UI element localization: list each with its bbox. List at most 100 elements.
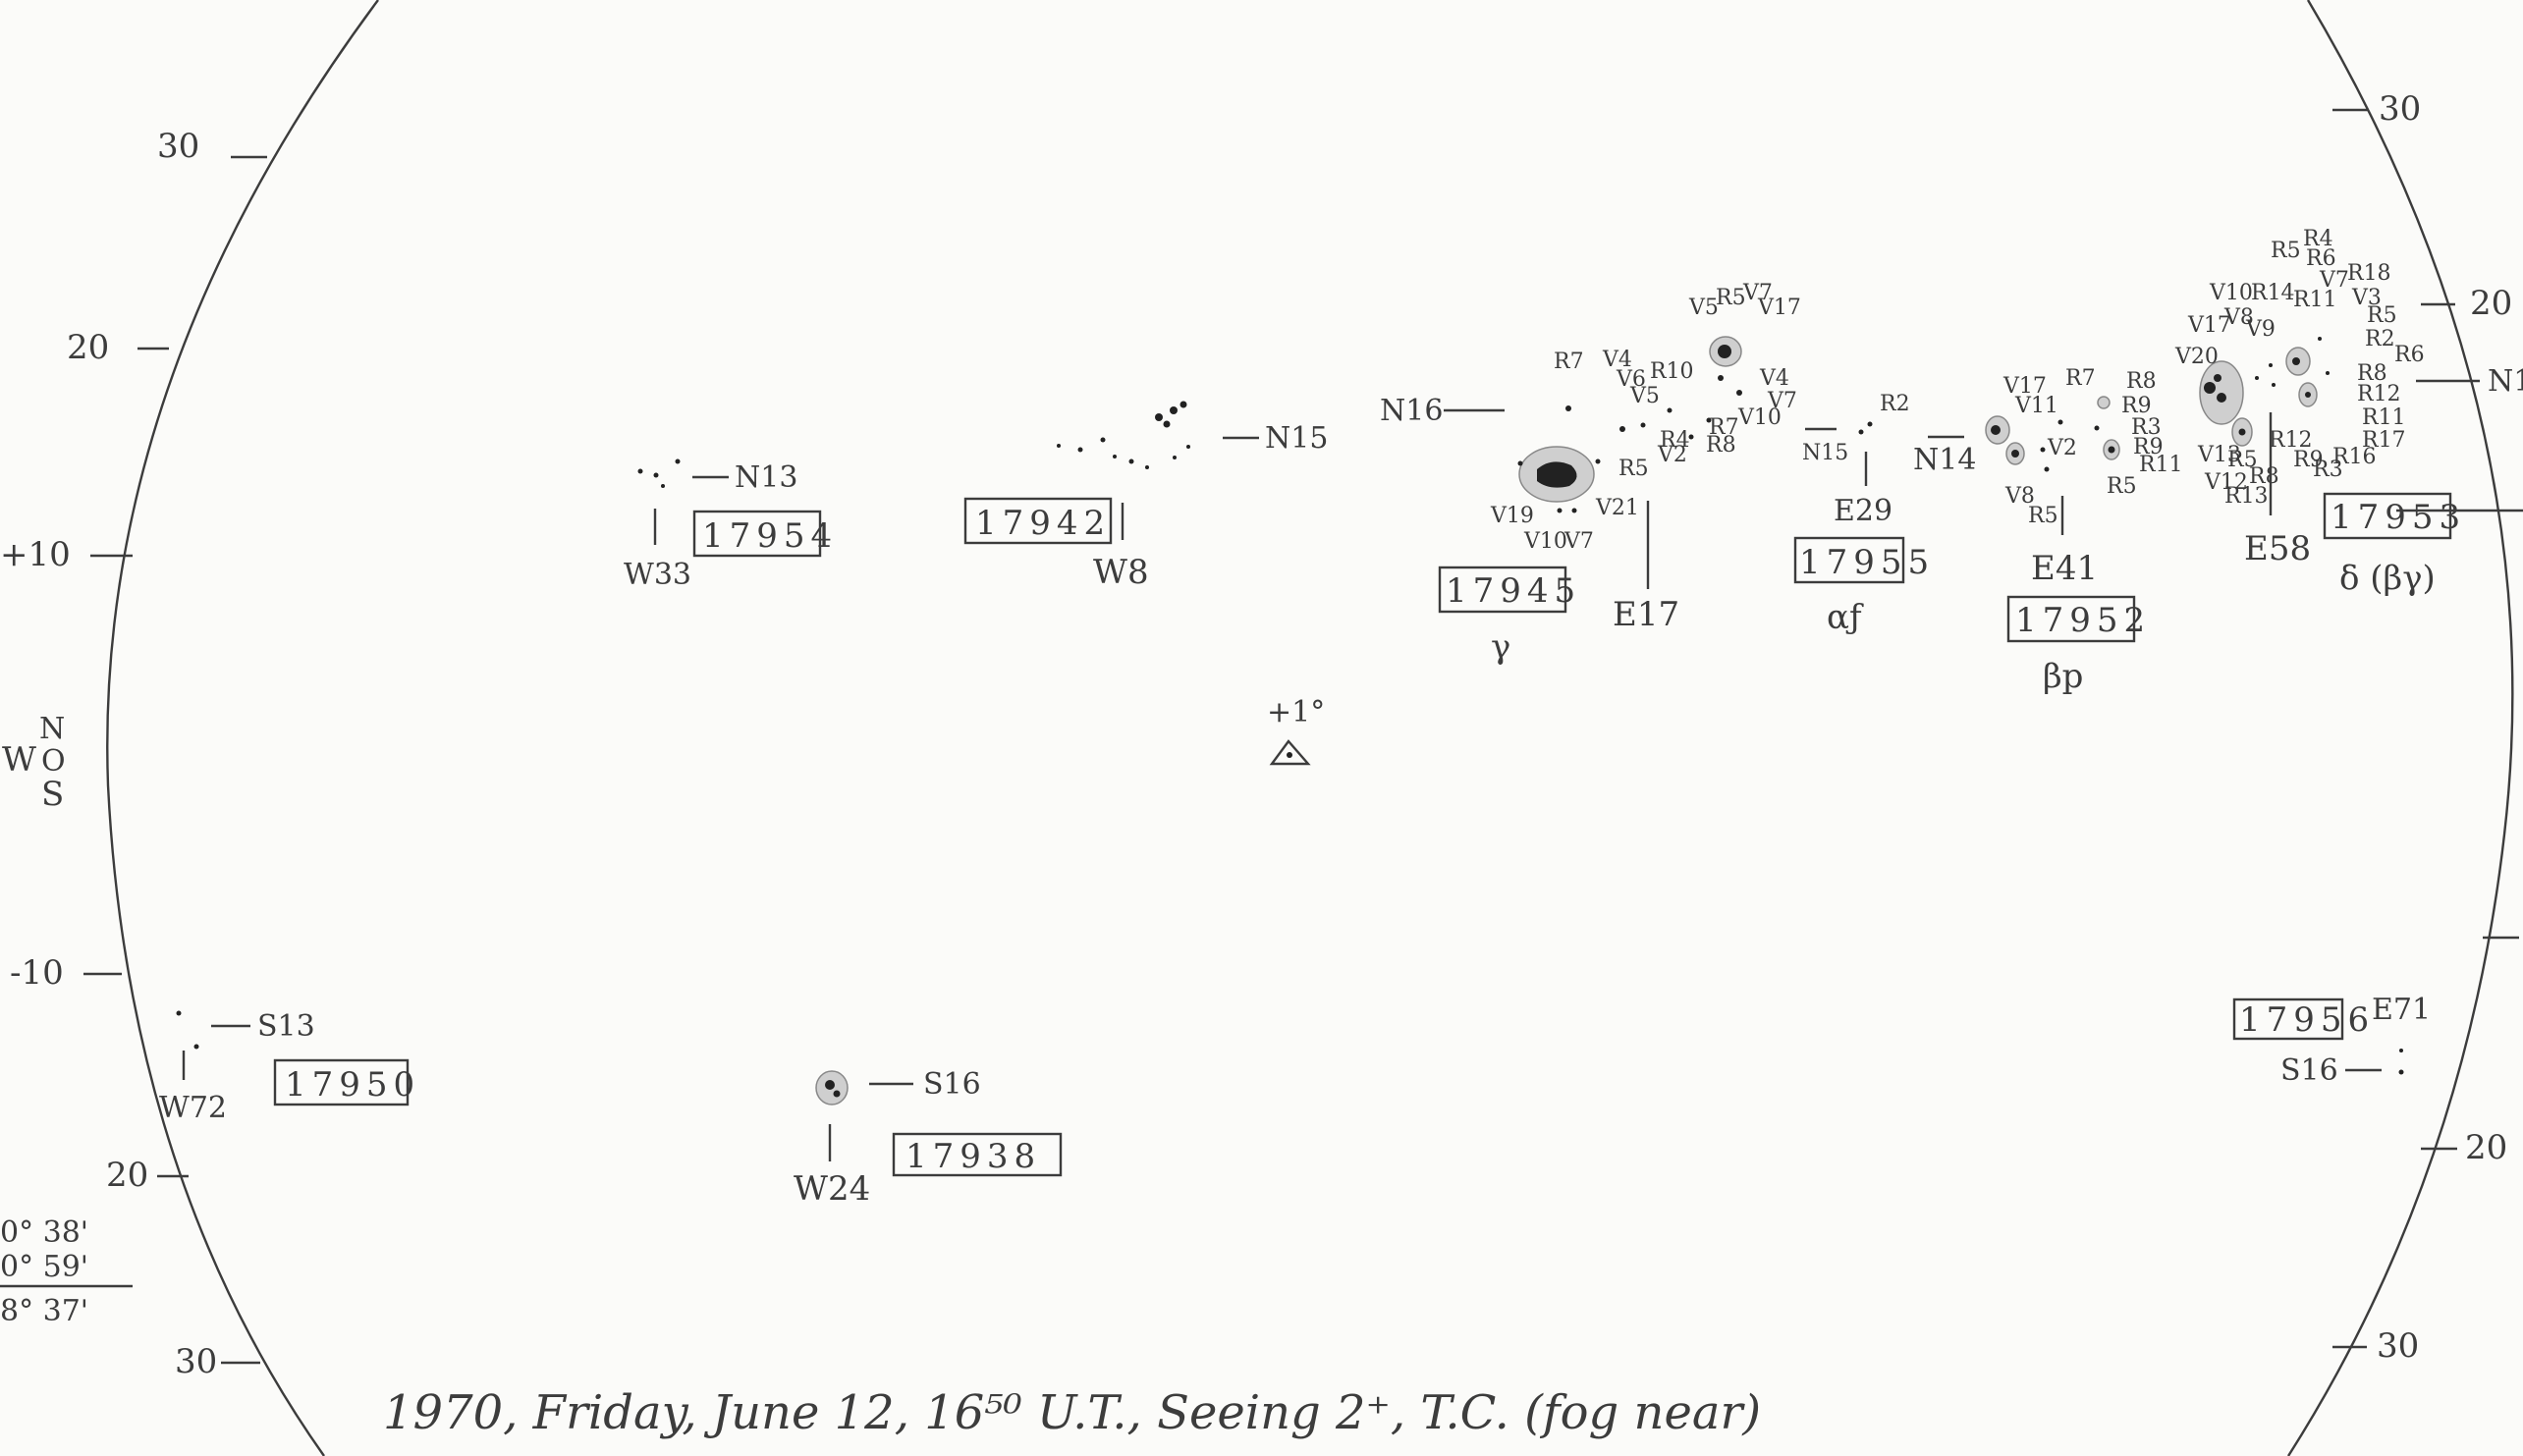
region-number: 17954 [702, 516, 838, 556]
spot-label: R5 [1716, 286, 1746, 310]
spot-label: V9 [2245, 317, 2276, 342]
spot-label: V21 [1595, 496, 1639, 520]
region-number: 17952 [2015, 601, 2151, 640]
corner-note: 8° 37' [0, 1294, 88, 1328]
disk-center-marker: +1° [1267, 695, 1325, 766]
spot-label: R6 [2394, 343, 2425, 367]
spot-label: R3 [2313, 458, 2343, 482]
spot-label: R16 [2332, 445, 2377, 469]
region-lat: S16 [2280, 1053, 2338, 1088]
spot-label: V2 [2047, 436, 2077, 460]
compass-mark: N W O S [2, 712, 66, 814]
spot-label: R4 [1660, 428, 1690, 453]
spot-label: V4 [1602, 348, 1632, 372]
compass-w: W [2, 740, 36, 780]
region-lon: W72 [159, 1091, 227, 1125]
spot-label: V17 [2002, 374, 2047, 399]
region-class: αƒ [1827, 598, 1864, 637]
spot-label: V2 [1657, 443, 1687, 467]
spot-label: R5 [2271, 239, 2301, 263]
solar-limb [106, 0, 2514, 1456]
scale-right-label: 30 [2377, 1326, 2419, 1366]
region-class: δ (βγ) [2339, 559, 2436, 598]
region-17954: N13 W33 17954 [624, 458, 838, 592]
spot-label: V5 [1629, 384, 1660, 408]
spot-label: R4 [2303, 227, 2333, 251]
spot-label: R7 [2065, 366, 2096, 391]
spot-label: R5 [2028, 504, 2058, 528]
spot-label: R8 [2126, 369, 2157, 394]
region-lon: E58 [2244, 529, 2311, 568]
spot-label: V10 [1737, 405, 1782, 430]
region-class: γ [1491, 627, 1510, 667]
region-lon: E71 [2372, 993, 2431, 1027]
spot-label: R18 [2347, 261, 2391, 286]
region-17953: R5 R4 R6 V10 R14 V17 V8 V9 R11 V7 R18 V3… [2174, 227, 2466, 598]
region-lat: S13 [257, 1009, 315, 1044]
spot-label: V17 [1757, 296, 1801, 320]
spot-label: V13 [2197, 443, 2241, 467]
spot-label: V4 [1759, 366, 1789, 391]
corner-notes: 0° 38' 0° 59' 8° 37' [0, 1215, 133, 1328]
region-number: 17942 [975, 504, 1111, 543]
spot-label: R9 [2133, 435, 2164, 459]
spot-label: R9 [2121, 394, 2152, 418]
spot-label: V10 [1523, 529, 1567, 554]
spot-label: V8 [2004, 484, 2035, 509]
spot-label: R8 [1706, 433, 1736, 458]
spot-label: V11 [2014, 394, 2058, 418]
corner-note: 0° 38' [0, 1215, 88, 1250]
spot-label: R13 [2224, 484, 2269, 509]
spot-label: V3 [2351, 286, 2382, 310]
region-17942: N15 17942 W8 [963, 401, 1328, 592]
region-lat: N15 [1265, 421, 1328, 456]
spot-label: V5 [1688, 296, 1719, 320]
latitude-scale-right: 30 20 20 30 [2332, 89, 2523, 1366]
spot-label: R8 [2357, 361, 2387, 386]
region-lon: E29 [1834, 494, 1892, 528]
spot-label: V20 [2174, 345, 2219, 369]
region-lon: E41 [2031, 549, 2098, 588]
region-number: 17950 [285, 1065, 420, 1105]
spot-label: R3 [2131, 415, 2162, 440]
region-17955: N15 R2 E29 17955 αƒ [1793, 392, 1935, 637]
spot-label: V7 [1563, 529, 1594, 554]
region-lat: N16 [1380, 394, 1443, 428]
scale-right-label: 20 [2470, 284, 2512, 323]
spot-label: V12 [2204, 470, 2248, 495]
spot-label: R5 [2367, 303, 2397, 328]
spot-label: V8 [2223, 305, 2254, 330]
region-number: 17945 [1446, 571, 1581, 611]
right-edge-label: N1 [2488, 364, 2523, 399]
region-17952: N14 V17 V11 V2 V8 R5 R7 R8 R9 R3 R9 R11 … [1913, 366, 2183, 696]
spot-label: R5 [1618, 457, 1649, 481]
spot-label: R10 [1650, 359, 1694, 384]
spot-label: R14 [2251, 281, 2295, 305]
region-17938: S16 W24 17938 [794, 1067, 1063, 1209]
spot-label: R11 [2139, 453, 2183, 477]
region-number: 17955 [1799, 543, 1935, 582]
spot-label: R6 [2306, 246, 2336, 271]
spot-label: R8 [2249, 464, 2279, 489]
spot-label: V17 [2187, 313, 2231, 338]
scale-left-label: -10 [10, 953, 64, 993]
spot-label: V7 [1742, 281, 1773, 305]
region-class: βp [2043, 657, 2083, 696]
region-lon: W8 [1093, 553, 1149, 592]
region-lat: N14 [1913, 443, 1976, 477]
scale-right-label: 20 [2465, 1128, 2507, 1167]
spot-label: V7 [1767, 389, 1797, 413]
spot-label: R12 [2357, 382, 2401, 406]
scale-left-label: 20 [106, 1156, 148, 1195]
corner-note: 0° 59' [0, 1250, 88, 1284]
spot-label: R11 [2362, 405, 2406, 430]
region-lon: E17 [1613, 595, 1679, 634]
region-17950: S13 W72 17950 [159, 1009, 420, 1125]
region-lat: S16 [923, 1067, 981, 1102]
region-number: 17953 [2331, 498, 2466, 537]
spot-label: R9 [2293, 448, 2324, 472]
region-17956: 17956 E71 S16 [2232, 993, 2431, 1088]
spot-label: R5 [2227, 448, 2258, 472]
spot-label: R17 [2362, 428, 2406, 453]
